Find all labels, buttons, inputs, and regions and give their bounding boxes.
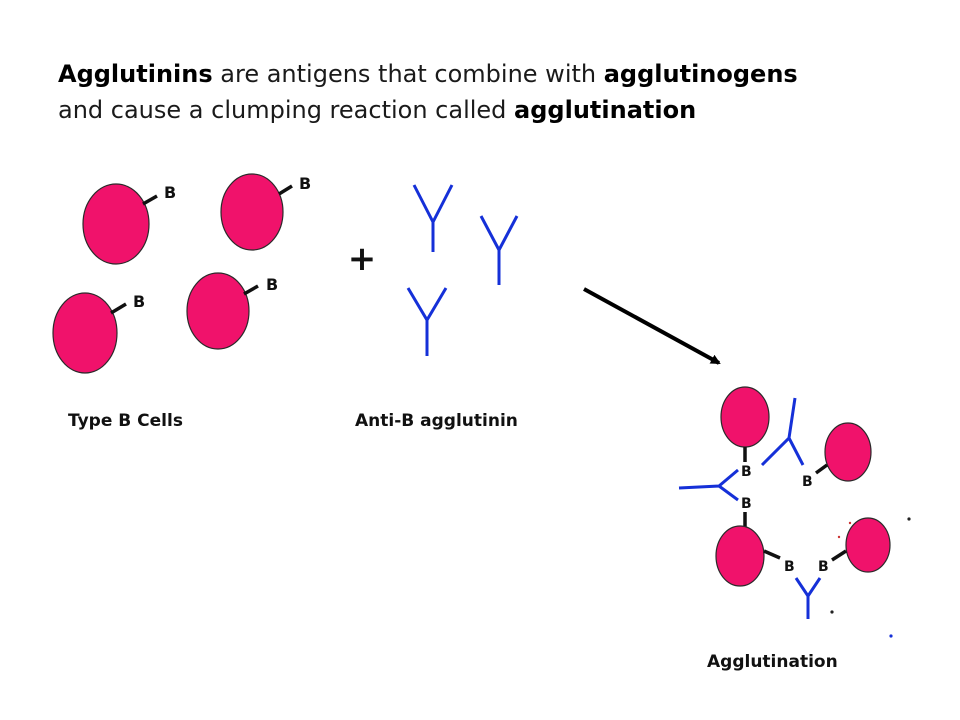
headline: Agglutinins are antigens that combine wi… <box>58 56 938 128</box>
term-agglutination: agglutination <box>514 96 697 124</box>
antigen-b-label: B <box>741 496 752 512</box>
anti-b-antibodies-group <box>406 184 519 356</box>
reaction-arrow <box>583 287 721 365</box>
type-b-cells-label: Type B Cells <box>68 411 183 431</box>
headline-text-2: and cause a clumping reaction called <box>58 96 515 124</box>
bridging-antibody <box>760 397 805 467</box>
antigen-b-label: B <box>133 292 145 311</box>
antigen-b-label: B <box>784 559 795 575</box>
headline-text-1: are antigens that combine with <box>212 60 604 88</box>
antigen-b-label: B <box>299 174 311 193</box>
antigen-b-label: B <box>266 275 278 294</box>
type-b-cells-group: B B B B <box>52 173 311 374</box>
red-cell <box>824 422 872 482</box>
agglutination-label: Agglutination <box>707 652 838 672</box>
antigen-b-label: B <box>741 464 752 480</box>
red-cell: B <box>220 173 311 251</box>
red-cell <box>845 517 891 573</box>
term-agglutinogens: agglutinogens <box>603 60 798 88</box>
red-cell: B <box>186 272 278 350</box>
antibody-y <box>406 287 448 356</box>
red-cell <box>720 386 770 448</box>
antigen-b-label: B <box>164 183 176 202</box>
anti-b-agglutinin-label: Anti-B agglutinin <box>355 411 518 431</box>
agglutination-cluster: B B B B B <box>678 386 911 638</box>
antibody-y <box>479 215 519 285</box>
antibody-y <box>412 184 454 252</box>
antigen-b-label: B <box>802 474 813 490</box>
red-cell <box>715 525 765 587</box>
bridging-antibody <box>794 577 822 619</box>
red-cell: B <box>82 183 176 265</box>
plus-sign: + <box>348 239 377 279</box>
term-agglutinins: Agglutinins <box>58 60 213 88</box>
bridging-antibody <box>678 468 739 502</box>
antigen-b-label: B <box>818 559 829 575</box>
red-cell: B <box>52 292 145 374</box>
